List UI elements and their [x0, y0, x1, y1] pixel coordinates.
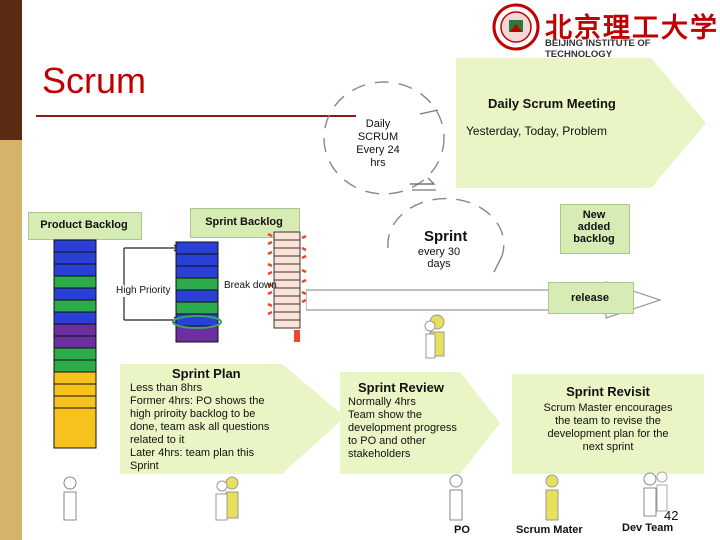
sprint-plan-body: Less than 8hrs Former 4hrs: PO shows the…	[130, 382, 269, 473]
sprint-backlog-stack	[172, 241, 222, 343]
sprint-plan-line-5: related to it	[130, 434, 185, 446]
daily-cycle-text: Daily SCRUM Every 24 hrs	[350, 118, 406, 170]
page-number: 42	[664, 508, 679, 523]
sprint-review-body: Normally 4hrs Team show the development …	[348, 396, 457, 461]
sprint-revisit-body: Scrum Master encourages the team to revi…	[512, 402, 704, 454]
daily-cycle-circle	[323, 81, 445, 195]
sprint-revisit-callout	[512, 374, 704, 474]
daily-cycle-line-1: Daily	[365, 118, 391, 130]
sprint-plan-line-2: Former 4hrs: PO shows the	[130, 395, 265, 407]
sprint-backlog-label: Sprint Backlog	[205, 216, 283, 228]
side-bar-light	[0, 140, 22, 540]
sprint-revisit-line-2: the team to revise the	[555, 415, 661, 427]
daily-cycle-line-2: SCRUM	[357, 131, 399, 143]
sprint-review-title: Sprint Review	[358, 380, 444, 395]
daily-scrum-meeting-topics: Yesterday, Today, Problem	[466, 124, 607, 138]
sprint-period-line-1: every 30	[417, 246, 461, 258]
new-added-backlog-box	[560, 204, 630, 254]
sprint-revisit-line-1: Scrum Master encourages	[543, 402, 673, 414]
role-po-label: PO	[454, 524, 470, 536]
side-bar-dark	[0, 0, 22, 140]
sprint-plan-line-6: Later 4hrs: team plan this	[130, 447, 255, 459]
sprint-plan-line-4: done, team ask all questions	[130, 421, 270, 433]
sprint-review-line-5: stakeholders	[348, 448, 411, 460]
new-added-line-1: New	[582, 209, 606, 221]
high-priority-label: High Priority	[116, 285, 171, 297]
sprint-plan-line-7: Sprint	[130, 460, 159, 472]
sprint-revisit-title: Sprint Revisit	[566, 384, 650, 399]
sprint-review-line-3: development progress	[348, 422, 457, 434]
person-icon-scrum-master	[545, 474, 559, 521]
sprint-review-line-1: Normally 4hrs	[348, 396, 416, 408]
sprint-plan-line-1: Less than 8hrs	[130, 382, 203, 394]
sprint-plan-title: Sprint Plan	[172, 366, 241, 381]
sprint-revisit-line-3: development plan for the	[547, 428, 669, 440]
title-underline	[36, 115, 356, 117]
slide-title: Scrum	[42, 60, 147, 101]
sprint-plan-line-3: high priroity backlog to be	[130, 408, 256, 420]
person-icon-left	[63, 476, 77, 521]
product-backlog-stack	[53, 239, 97, 449]
sprint-period: every 30 days	[414, 246, 464, 270]
task-breakdown-stack	[267, 231, 307, 342]
role-dev-team-label: Dev Team	[622, 522, 674, 534]
product-backlog-label: Product Backlog	[40, 219, 128, 231]
sprint-review-line-4: to PO and other	[348, 435, 426, 447]
sprint-revisit-line-4: next sprint	[582, 441, 634, 453]
person-icon-review	[424, 314, 445, 359]
daily-cycle-line-3: Every 24	[356, 144, 400, 156]
daily-scrum-meeting-title: Daily Scrum Meeting	[488, 96, 616, 111]
logo-chinese-text: 北京理工大学	[545, 13, 719, 44]
new-added-line-3: backlog	[573, 233, 615, 245]
release-label: release	[571, 292, 609, 304]
sprint-period-line-2: days	[427, 258, 451, 270]
logo-english-text: BEIJING INSTITUTE OF TECHNOLOGY	[545, 38, 651, 60]
role-scrum-master-label: Scrum Mater	[516, 524, 583, 536]
daily-scrum-callout	[456, 58, 706, 188]
product-backlog-box	[28, 212, 142, 240]
person-icon-plan	[215, 476, 239, 521]
university-seal-icon	[492, 3, 540, 51]
person-icon-dev-team	[643, 471, 668, 517]
sprint-cycle-arc	[387, 197, 505, 273]
break-down-label: Break down	[224, 280, 277, 291]
new-added-backlog-label: New added backlog	[560, 209, 628, 245]
daily-cycle-line-4: hrs	[370, 157, 386, 169]
release-box	[548, 282, 634, 314]
sprint-label: Sprint	[424, 228, 468, 245]
sprint-review-line-2: Team show the	[348, 409, 422, 421]
person-icon-po	[449, 474, 463, 521]
new-added-line-2: added	[577, 221, 611, 233]
